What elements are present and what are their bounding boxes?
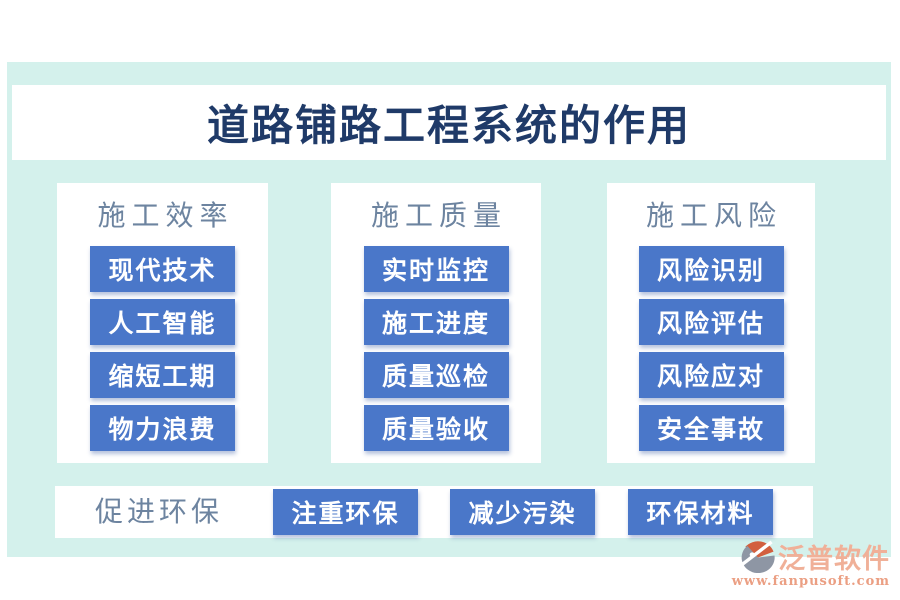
brand-name: 泛普软件 [778,544,890,575]
tile-button[interactable]: 质量巡检 [363,352,509,398]
fanpu-swirl-icon [740,540,775,573]
tile-button[interactable]: 风险应对 [638,352,784,398]
tile-button[interactable]: 质量验收 [363,405,509,451]
tile-button[interactable]: 风险识别 [638,246,784,292]
column-header: 施工风险 [645,199,782,232]
title-band: 道路铺路工程系统的作用 [12,85,886,160]
bottom-row-label: 促进环保 [95,495,224,528]
brand-url: www.fanpusoft.com [731,574,890,589]
tile-button[interactable]: 环保材料 [628,489,773,535]
tile-button[interactable]: 人工智能 [90,299,235,345]
page-title: 道路铺路工程系统的作用 [206,101,691,150]
tile-button[interactable]: 安全事故 [638,405,784,451]
logo-row: 泛普软件 [732,537,890,576]
tile-button[interactable]: 风险评估 [638,299,784,345]
tile-button[interactable]: 施工进度 [363,299,509,345]
column-header: 施工质量 [370,199,507,232]
tile-button[interactable]: 注重环保 [273,489,418,535]
column-construction-quality: 施工质量 实时监控 施工进度 质量巡检 质量验收 [331,183,541,463]
tile-button[interactable]: 减少污染 [450,489,595,535]
bottom-strip-environmental: 促进环保 注重环保 减少污染 环保材料 [55,486,813,538]
tile-button[interactable]: 实时监控 [363,246,509,292]
fanpu-logo: 泛普软件 www.fanpusoft.com [732,537,890,589]
column-header: 施工效率 [97,199,234,232]
content-panel: 道路铺路工程系统的作用 施工效率 现代技术 人工智能 缩短工期 物力浪费 施工质… [7,62,891,557]
column-construction-risk: 施工风险 风险识别 风险评估 风险应对 安全事故 [607,183,815,463]
tile-button[interactable]: 现代技术 [90,246,235,292]
tile-button[interactable]: 物力浪费 [90,405,235,451]
column-construction-efficiency: 施工效率 现代技术 人工智能 缩短工期 物力浪费 [57,183,268,463]
tile-button[interactable]: 缩短工期 [90,352,235,398]
